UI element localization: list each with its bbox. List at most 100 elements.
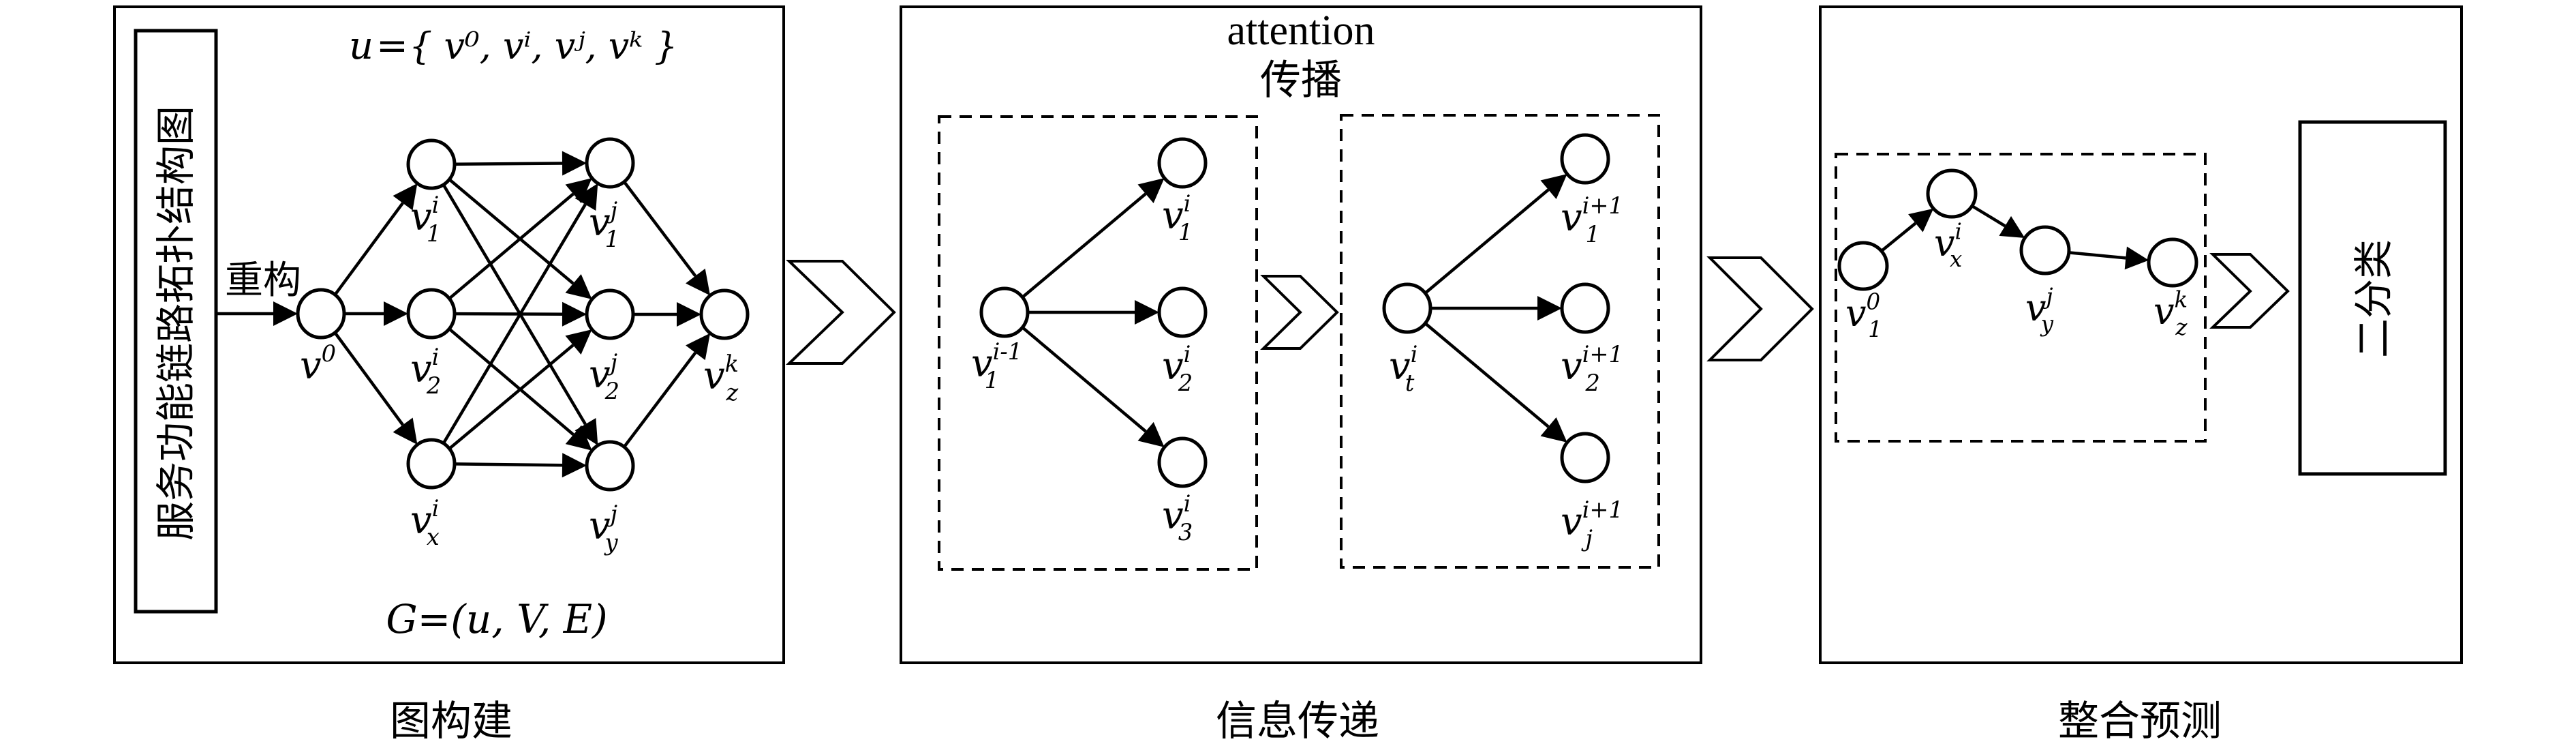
edge-line [623,351,697,448]
arrowhead-icon [1540,417,1567,443]
node-label-sup: i+1 [1582,192,1623,219]
node-label-sub: 1 [1178,219,1193,245]
arrowhead-icon [565,425,592,451]
chevron-arrow-icon [1706,256,1814,361]
edge-line [1021,192,1147,299]
path-group-box [1835,153,2207,443]
arrowhead-icon [562,453,587,478]
arrowhead-icon [393,183,418,211]
arrowhead-icon [562,301,587,327]
node-label-sub: x [427,524,440,550]
edge-line [333,331,404,426]
node-label-base: v [1934,222,1955,265]
edge-line [448,327,574,436]
node-label-sup: 0 [1867,289,1881,315]
graph-node [1926,168,1978,219]
edge-line [448,178,574,285]
node-label-sub: y [604,529,619,556]
graph-node [585,137,635,189]
node-label-sup: k [2175,287,2188,313]
node-label-sup: i-1 [993,338,1022,365]
edge-line [1424,322,1550,428]
graph-node [406,288,457,340]
edge-line [448,344,574,450]
node-label-sup: i [1184,490,1191,517]
edge-line [442,183,587,426]
chevron-arrow-icon [1260,275,1339,350]
graph-node [406,438,457,490]
graph-node [1157,137,1208,189]
node-label-sup: i+1 [1582,496,1623,523]
node-label-sup: i [432,344,440,370]
input-topology-label: 服务功能链路拓扑结构图 [153,106,199,541]
node-label-sub: 2 [1178,370,1193,396]
graph-edges [216,151,711,478]
node-label-base: v [1561,344,1582,389]
formula-equals: = [376,24,408,68]
node-label-sub: 3 [1178,519,1193,546]
graph-node [2147,237,2198,288]
arrowhead-icon [1537,296,1562,320]
graph-node [1382,282,1432,334]
node-label-sup: k [725,350,739,377]
edge-line [442,203,587,445]
arrowhead-icon [565,273,592,299]
node-label-sup: i [1184,190,1191,217]
edge-line [1971,205,2006,228]
node-label-base: v [703,354,725,398]
arrowhead-icon [677,302,701,327]
node-label-sub: t [1405,370,1415,396]
arrowhead-icon [1137,178,1165,204]
node-label-base: v [300,344,322,388]
node-label-base: v [1845,292,1867,335]
node-label-base: v [410,498,432,543]
node-label-sub: 2 [604,378,619,404]
node-label-base: v [971,342,993,386]
graph-node [585,288,635,340]
panel-graph-construction: 服务功能链路拓扑结构图 重构 u = { v⁰, vⁱ, vʲ, vᵏ } v0… [113,5,785,664]
node-label-sup: 0 [322,340,336,367]
node-label-sup: i [432,495,440,522]
edge-line [2068,251,2126,260]
arrowhead-icon [1137,421,1165,447]
arrowhead-icon [1999,215,2025,239]
graph-node [699,288,750,340]
node-label-base: v [2153,290,2175,333]
propagation-edges [1021,174,1567,447]
node-label-sub: z [726,379,739,406]
node-label-base: v [1162,494,1184,538]
binary-classification-box [2298,120,2447,476]
arrowhead-icon [273,301,298,326]
graph-node [979,286,1030,338]
graph-node [1157,286,1208,338]
arrowhead-icon [574,183,598,211]
formula-u: u [349,24,373,68]
arrowhead-icon [686,268,711,296]
node-label-sup: i [432,192,440,218]
graph-node [406,138,457,190]
arrowhead-icon [565,329,592,355]
node-label-base: v [1162,344,1184,389]
node-label-base: v [589,353,611,397]
node-set-formula: u = { v⁰, vⁱ, vʲ, vᵏ } [349,24,678,68]
node-label-base: v [1561,500,1582,544]
graph-node [296,288,346,340]
node-label-sup: i [1411,341,1418,368]
arrowhead-icon [1540,174,1567,200]
node-label-sup: i [1955,219,1962,245]
group-box-2 [1340,114,1660,569]
arrowhead-icon [1135,300,1159,325]
graph-node [2019,225,2071,275]
